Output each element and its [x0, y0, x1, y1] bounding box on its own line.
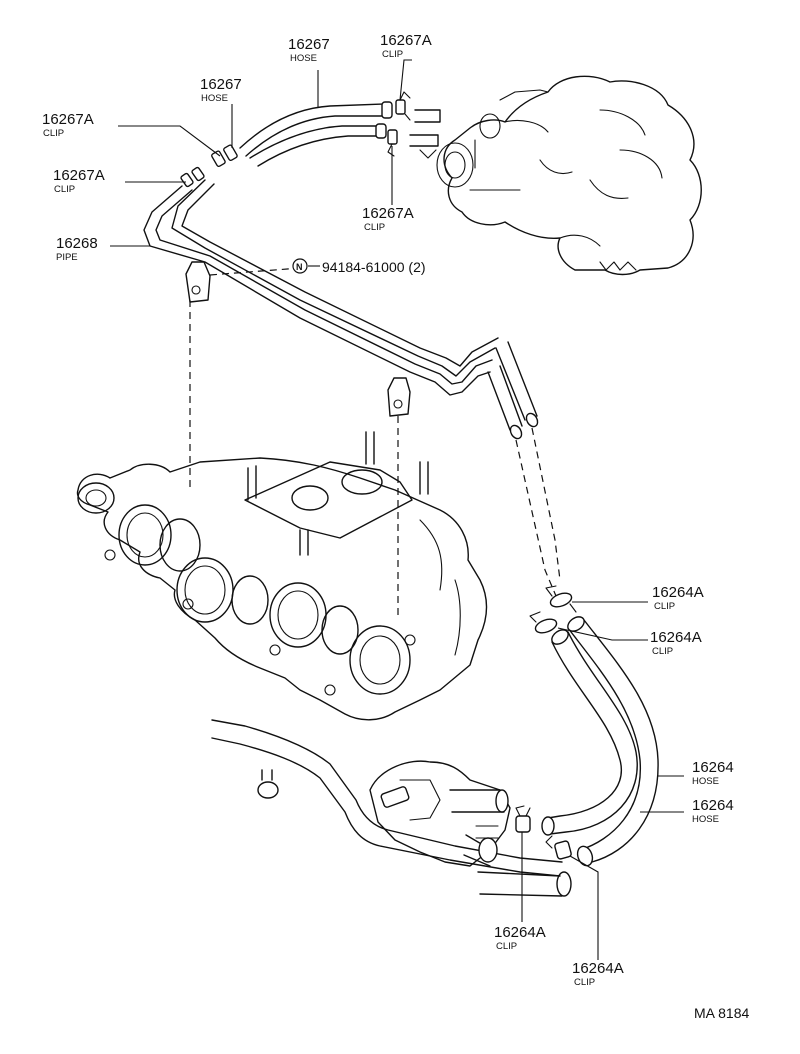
- svg-text:PIPE: PIPE: [56, 252, 78, 263]
- diagram-code: MA 8184: [694, 1005, 749, 1021]
- hose-16267-top: [239, 101, 393, 157]
- svg-text:16264A: 16264A: [650, 629, 702, 646]
- svg-text:16264: 16264: [692, 797, 734, 814]
- svg-text:16267A: 16267A: [362, 205, 414, 222]
- callout-clip-16267A-mid: 16267A CLIP: [362, 205, 414, 233]
- callout-clip-16267A-top: 16267A CLIP: [380, 32, 432, 60]
- svg-text:HOSE: HOSE: [201, 93, 228, 104]
- svg-text:HOSE: HOSE: [692, 814, 719, 825]
- clip-16264A-lower: [529, 611, 558, 634]
- water-outlet-housing: [211, 719, 572, 897]
- callout-clip-16264A-bottom-a: 16264A CLIP: [494, 924, 546, 952]
- clip-16264A-bottom-a: [515, 805, 531, 833]
- svg-text:HOSE: HOSE: [692, 776, 719, 787]
- svg-text:16264: 16264: [692, 759, 734, 776]
- callout-hose-16267-left: 16267 HOSE: [200, 76, 242, 104]
- svg-text:CLIP: CLIP: [654, 601, 675, 612]
- callout-hose-16264-a: 16264 HOSE: [692, 759, 734, 787]
- svg-text:CLIP: CLIP: [364, 222, 385, 233]
- new-part-symbol-icon: [292, 258, 308, 274]
- svg-text:16264A: 16264A: [652, 584, 704, 601]
- clip-16267A-left-a: [211, 144, 238, 168]
- callout-clip-16264A-bottom-b: 16264A CLIP: [572, 960, 624, 988]
- svg-text:CLIP: CLIP: [652, 646, 673, 657]
- svg-text:N: N: [296, 262, 303, 272]
- clip-16264A-upper: [545, 585, 577, 613]
- pipe-16268: [143, 179, 539, 440]
- svg-text:CLIP: CLIP: [43, 128, 64, 139]
- assembly-dashed-lines: [189, 267, 561, 620]
- svg-text:16267A: 16267A: [42, 111, 94, 128]
- intake-manifold: [76, 431, 488, 721]
- svg-text:16267: 16267: [200, 76, 242, 93]
- callout-bolt-94184: N 94184-61000 (2): [292, 258, 426, 275]
- hose-16264-outer: [541, 629, 638, 836]
- leader-lines: [110, 59, 684, 960]
- svg-text:16264A: 16264A: [572, 960, 624, 977]
- svg-text:94184-61000 (2): 94184-61000 (2): [322, 259, 426, 275]
- callout-clip-16264A-upper: 16264A CLIP: [652, 584, 704, 612]
- hose-16264-inner: [567, 616, 659, 867]
- svg-text:16267A: 16267A: [380, 32, 432, 49]
- svg-text:CLIP: CLIP: [496, 941, 517, 952]
- callout-hose-16264-b: 16264 HOSE: [692, 797, 734, 825]
- svg-text:CLIP: CLIP: [382, 49, 403, 60]
- svg-text:CLIP: CLIP: [574, 977, 595, 988]
- svg-text:16267: 16267: [288, 36, 330, 53]
- callout-pipe-16268: 16268 PIPE: [56, 235, 98, 263]
- svg-text:16268: 16268: [56, 235, 98, 252]
- callout-clip-16267A-left-b: 16267A CLIP: [53, 167, 105, 195]
- svg-text:HOSE: HOSE: [290, 53, 317, 64]
- hose-16267-second: [249, 123, 387, 167]
- throttle-body-drawing: [409, 75, 702, 276]
- callout-hose-16267-top: 16267 HOSE: [288, 36, 330, 64]
- svg-text:16267A: 16267A: [53, 167, 105, 184]
- callout-clip-16264A-lower: 16264A CLIP: [650, 629, 702, 657]
- callout-clip-16267A-left-a: 16267A CLIP: [42, 111, 94, 139]
- svg-text:CLIP: CLIP: [54, 184, 75, 195]
- clip-16264A-bottom-b: [545, 835, 572, 860]
- svg-text:16264A: 16264A: [494, 924, 546, 941]
- clip-16267A-top: [395, 91, 411, 121]
